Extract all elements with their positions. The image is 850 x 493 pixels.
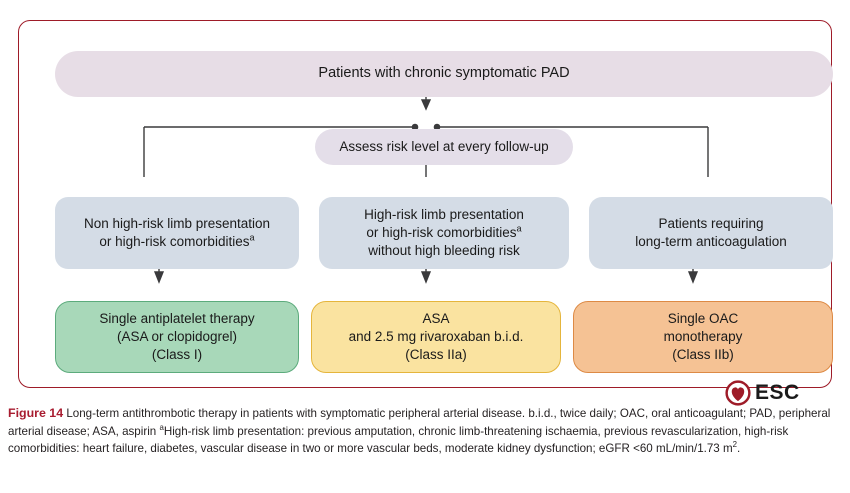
outcome-orange-line1: Single OAC (667, 311, 739, 327)
node-criteria-anticoagulation: Patients requiring long-term anticoagulat… (589, 197, 833, 269)
node-outcome-single-oac: Single OAC monotherapy(Class IIb) (573, 301, 833, 373)
outcome-green-line1: Single antiplatelet therapy (99, 311, 255, 327)
outcome-yellow-line2: and 2.5 mg rivaroxaban b.i.d. (348, 329, 524, 345)
node-outcome-orange-text: Single OAC monotherapy(Class IIb) (658, 310, 749, 363)
node-criteria-left-text: Non high-risk limb presentation or high-r… (78, 215, 276, 251)
criteria-middle-footnote-marker: a (516, 223, 522, 234)
node-assess-risk-level: Assess risk level at every follow-up (315, 129, 573, 165)
criteria-right-line2: long-term anticoagulation (635, 234, 787, 249)
node-criteria-high-risk: High-risk limb presentation or high-risk … (319, 197, 569, 269)
node-assess-label: Assess risk level at every follow-up (339, 139, 549, 155)
figure-caption-label: Figure 14 (8, 406, 64, 420)
esc-heart-icon (725, 380, 751, 406)
figure-caption-part1: Long-term antithrombotic therapy in pati… (8, 407, 831, 438)
outcome-yellow-class: (Class IIa) (405, 346, 467, 362)
criteria-middle-line1: High-risk limb presentation (364, 207, 524, 223)
criteria-left-line2: or high-risk comorbidities (99, 234, 250, 249)
criteria-left-footnote-marker: a (249, 232, 255, 243)
criteria-right-line1: Patients requiring (658, 216, 764, 232)
node-top-label: Patients with chronic symptomatic PAD (318, 65, 570, 82)
figure-frame: Patients with chronic symptomatic PAD As… (18, 20, 833, 406)
figure-caption-part3: . (737, 442, 741, 456)
esc-wordmark: ESC (755, 381, 800, 404)
criteria-middle-line2: or high-risk comorbidities (366, 225, 517, 241)
outcome-orange-class: (Class IIb) (672, 346, 734, 362)
figure-caption-footnote-marker: a (159, 422, 164, 432)
node-criteria-non-high-risk: Non high-risk limb presentation or high-r… (55, 197, 299, 269)
figure-caption-superscript-two: 2 (732, 440, 738, 450)
outcome-green-class: (Class I) (151, 346, 203, 362)
node-outcome-yellow-text: ASA and 2.5 mg rivaroxaban b.i.d.(Class I… (343, 310, 530, 363)
esc-logo: ESC (725, 378, 821, 408)
criteria-middle-line3: without high bleeding risk (368, 242, 520, 258)
figure-caption: Figure 14 Long-term antithrombotic thera… (8, 404, 844, 458)
node-criteria-right-text: Patients requiring long-term anticoagulat… (629, 215, 793, 251)
figure-caption-part2: High-risk limb presentation: previous am… (8, 424, 789, 456)
outcome-orange-line2: monotherapy (663, 329, 743, 345)
node-criteria-middle-text: High-risk limb presentation or high-risk … (358, 206, 530, 259)
node-outcome-green-text: Single antiplatelet therapy (ASA or clopi… (93, 310, 260, 363)
node-patients-with-chronic-pad: Patients with chronic symptomatic PAD (55, 51, 833, 97)
node-outcome-single-antiplatelet: Single antiplatelet therapy (ASA or clopi… (55, 301, 299, 373)
criteria-left-line1: Non high-risk limb presentation (83, 216, 271, 232)
node-outcome-asa-rivaroxaban: ASA and 2.5 mg rivaroxaban b.i.d.(Class I… (311, 301, 561, 373)
outcome-yellow-line1: ASA (422, 311, 450, 327)
outcome-green-line2: (ASA or clopidogrel) (116, 329, 238, 345)
